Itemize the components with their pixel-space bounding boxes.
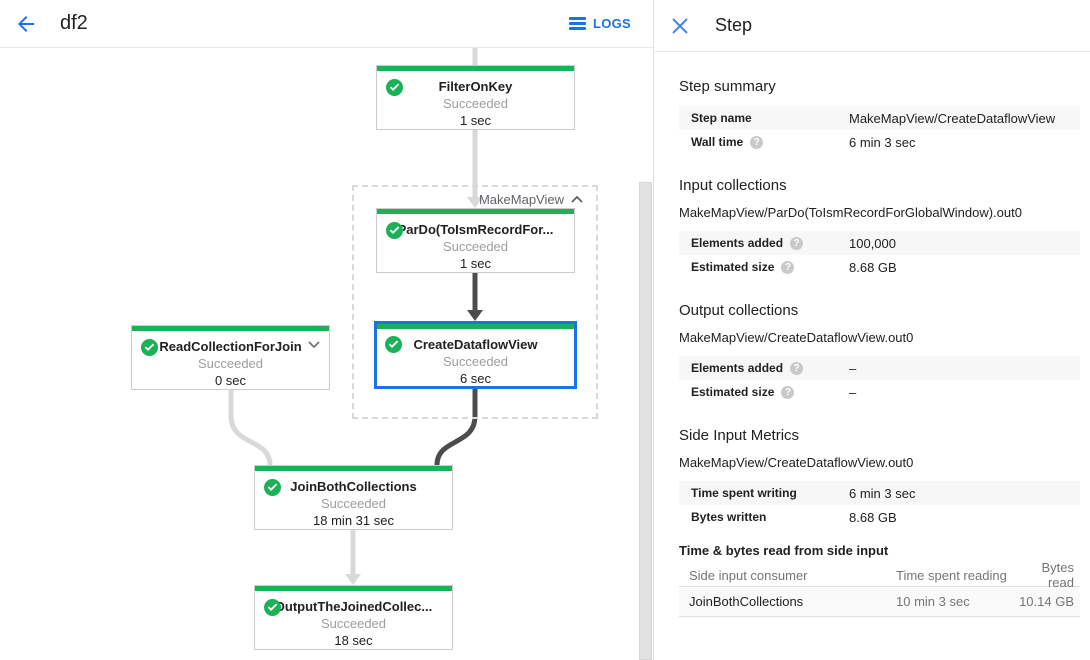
col-header-bytes-read: Bytes read — [1041, 560, 1074, 590]
kv-label: Elements added — [691, 361, 849, 375]
succeeded-check-icon — [386, 79, 403, 96]
step-title: ReadCollectionForJoin — [159, 339, 302, 354]
succeeded-check-icon — [264, 599, 281, 616]
step-time: 1 sec — [459, 113, 492, 128]
kv-label: Estimated size — [691, 385, 849, 399]
step-title: JoinBothCollections — [290, 479, 417, 494]
step-status: Succeeded — [197, 356, 264, 371]
side-input-collection-name: MakeMapView/CreateDataflowView.out0 — [679, 455, 914, 470]
cell-bytes-read: 10.14 GB — [1019, 594, 1074, 609]
step-details-panel: Step Step summary Step name MakeMapView/… — [654, 0, 1090, 660]
job-title: df2 — [60, 12, 88, 34]
side-input-table-heading: Time & bytes read from side input — [679, 543, 889, 558]
kv-value: MakeMapView/CreateDataflowView — [849, 110, 1056, 126]
kv-label: Estimated size — [691, 260, 849, 274]
output-collection-name: MakeMapView/CreateDataflowView.out0 — [679, 330, 914, 345]
step-time: 6 sec — [459, 371, 492, 386]
kv-value: – — [849, 360, 857, 376]
kv-value: 100,000 — [849, 235, 896, 251]
step-time: 0 sec — [214, 373, 247, 388]
logs-label: LOGS — [592, 16, 631, 31]
kv-value: 6 min 3 sec — [849, 485, 916, 501]
chevron-down-icon[interactable] — [308, 341, 320, 348]
job-graph-canvas[interactable]: MakeMapView FilterOnKey Succeeded 1 sec — [0, 48, 653, 660]
job-header: df2 LOGS — [0, 0, 653, 48]
section-heading-output-collections: Output collections — [679, 302, 799, 319]
kv-row-bytes-written: Bytes written 8.68 GB — [679, 505, 1080, 529]
logs-list-icon — [568, 17, 586, 30]
panel-title: Step — [715, 15, 753, 35]
kv-row-time-spent-writing: Time spent writing 6 min 3 sec — [679, 481, 1080, 505]
kv-row-wall-time: Wall time 6 min 3 sec — [679, 130, 1080, 154]
close-icon[interactable] — [672, 17, 688, 34]
succeeded-check-icon — [385, 336, 402, 353]
kv-value: 8.68 GB — [849, 259, 897, 275]
kv-row-elements-added: Elements added 100,000 — [679, 231, 1080, 255]
help-icon[interactable] — [781, 260, 795, 274]
step-title: CreateDataflowView — [413, 337, 538, 352]
graph-pane: df2 LOGS — [0, 0, 654, 660]
kv-value: – — [849, 384, 857, 400]
section-heading-step-summary: Step summary — [679, 78, 776, 95]
step-node-outputthejoinedcollection[interactable]: OutputTheJoinedCollec... Succeeded 18 se… — [254, 585, 453, 650]
help-icon[interactable] — [781, 385, 795, 399]
succeeded-check-icon — [264, 479, 281, 496]
step-node-filteronkey[interactable]: FilterOnKey Succeeded 1 sec — [376, 65, 575, 130]
succeeded-check-icon — [141, 339, 158, 356]
kv-label: Elements added — [691, 236, 849, 250]
step-time: 18 min 31 sec — [313, 513, 394, 528]
panel-body: Step summary Step name MakeMapView/Creat… — [654, 52, 1090, 617]
help-icon[interactable] — [790, 361, 804, 375]
step-title: OutputTheJoinedCollec... — [274, 599, 433, 614]
side-input-table: Side input consumer Time spent reading B… — [679, 560, 1080, 617]
kv-label: Step name — [691, 111, 752, 125]
panel-header: Step — [654, 0, 1090, 52]
step-status: Succeeded — [442, 354, 509, 369]
cell-side-input-consumer: JoinBothCollections — [689, 594, 804, 609]
kv-row-estimated-size: Estimated size 8.68 GB — [679, 255, 1080, 279]
group-collapse-control[interactable]: MakeMapView — [479, 192, 583, 207]
col-header-time-spent-reading: Time spent reading — [896, 567, 1007, 583]
table-header-row: Side input consumer Time spent reading B… — [679, 560, 1080, 590]
help-icon[interactable] — [750, 135, 764, 149]
kv-label: Wall time — [691, 135, 849, 149]
kv-row-estimated-size: Estimated size – — [679, 380, 1080, 404]
step-time: 18 sec — [334, 633, 373, 648]
back-arrow-icon[interactable] — [14, 12, 38, 36]
logs-button[interactable]: LOGS — [568, 16, 631, 31]
group-label: MakeMapView — [478, 192, 564, 207]
kv-label: Time spent writing — [691, 486, 797, 500]
step-status: Succeeded — [320, 496, 387, 511]
step-status: Succeeded — [442, 239, 509, 254]
step-node-pardo-toismrecord[interactable]: ParDo(ToIsmRecordFor... Succeeded 1 sec — [376, 208, 575, 273]
step-status: Succeeded — [442, 96, 509, 111]
kv-row-elements-added: Elements added – — [679, 356, 1080, 380]
succeeded-check-icon — [386, 222, 403, 239]
graph-scrollbar-thumb[interactable] — [639, 182, 652, 660]
kv-value: 8.68 GB — [849, 509, 897, 525]
step-title: ParDo(ToIsmRecordFor... — [397, 222, 554, 237]
table-row: JoinBothCollections 10 min 3 sec 10.14 G… — [679, 587, 1080, 617]
composite-group-makemapview: MakeMapView — [352, 185, 598, 419]
input-collection-name: MakeMapView/ParDo(ToIsmRecordForGlobalWi… — [679, 205, 1022, 220]
kv-label: Bytes written — [691, 510, 767, 524]
step-node-joinbothcollections[interactable]: JoinBothCollections Succeeded 18 min 31 … — [254, 465, 453, 530]
section-heading-side-input-metrics: Side Input Metrics — [679, 427, 800, 444]
step-status: Succeeded — [320, 616, 387, 631]
cell-time-spent-reading: 10 min 3 sec — [896, 594, 970, 609]
step-title: FilterOnKey — [438, 79, 513, 94]
step-node-readcollectionforjoin[interactable]: ReadCollectionForJoin Succeeded 0 sec — [131, 325, 330, 390]
col-header-side-input-consumer: Side input consumer — [689, 567, 808, 583]
kv-row-step-name: Step name MakeMapView/CreateDataflowView — [679, 106, 1080, 130]
section-heading-input-collections: Input collections — [679, 177, 787, 194]
chevron-up-icon — [571, 196, 583, 203]
step-time: 1 sec — [459, 256, 492, 271]
help-icon[interactable] — [790, 236, 804, 250]
step-node-createdataflowview-selected[interactable]: CreateDataflowView Succeeded 6 sec — [374, 321, 577, 389]
kv-value: 6 min 3 sec — [849, 134, 916, 150]
